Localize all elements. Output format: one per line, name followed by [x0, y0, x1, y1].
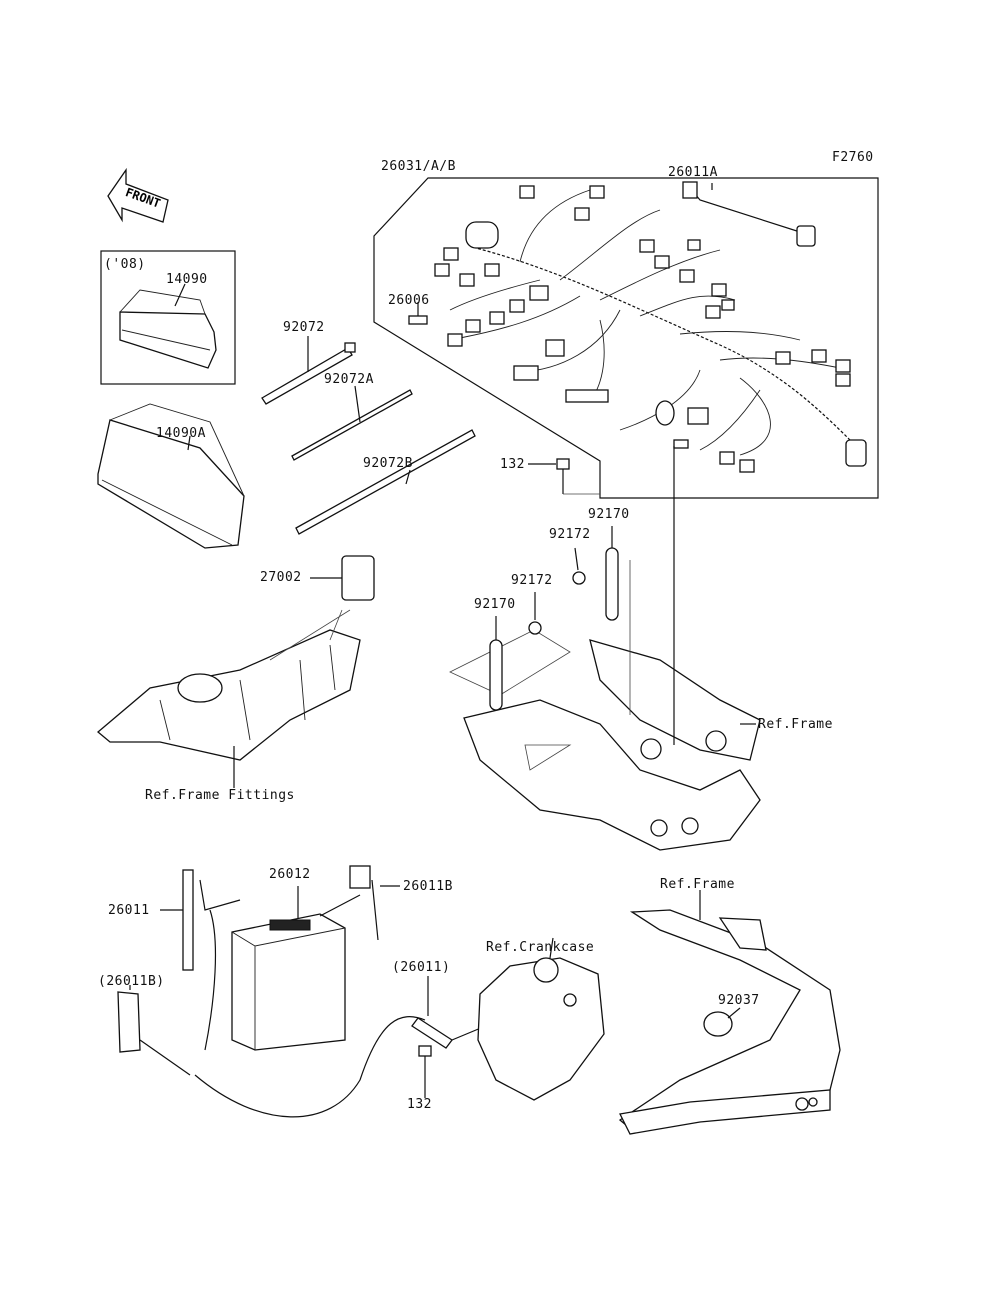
callout-26011B: 26011B: [403, 879, 453, 894]
callout-year-note: ('08): [104, 257, 146, 272]
callout-92170-left: 92170: [474, 597, 516, 612]
clamp-92172-lower: [528, 592, 542, 635]
callout-26011A: 26011A: [668, 165, 718, 180]
callout-26011: 26011: [108, 903, 150, 918]
year-inset-box: [100, 250, 236, 385]
clamp-92172-upper: [572, 547, 586, 585]
lead-26011B: [319, 865, 400, 941]
crankcase: [477, 937, 605, 1101]
callout-27002: 27002: [260, 570, 302, 585]
callout-92170-right: 92170: [588, 507, 630, 522]
callout-26011B-paren: (26011B): [98, 974, 165, 989]
bolt-132-bottom: [418, 1045, 432, 1098]
callout-26006: 26006: [388, 293, 430, 308]
strap-92170-left: [489, 616, 503, 711]
bolt-132-top: [528, 458, 600, 495]
callout-14090A: 14090A: [156, 426, 206, 441]
band-92072: [261, 336, 356, 405]
front-arrow-icon: FRONT: [107, 167, 169, 223]
callout-132-top: 132: [500, 457, 525, 472]
band-92072B: [295, 429, 476, 535]
relay-27002: [310, 555, 375, 601]
frame-bottom: [618, 890, 841, 1135]
cover-14090A: [97, 403, 245, 549]
harness-trunk: [449, 189, 852, 456]
harness-connectors: [408, 185, 867, 473]
battery-cable: [194, 909, 426, 1118]
callout-ref-frame-right: Ref.Frame: [758, 717, 833, 732]
lead-26011A: [682, 181, 816, 247]
callout-26011-paren: (26011): [392, 960, 451, 975]
strap-92170-right: [605, 526, 631, 715]
callout-harness: 26031/A/B: [381, 159, 456, 174]
clamp-92037: [703, 1007, 741, 1037]
cover-14090: [119, 283, 217, 369]
callout-ref-crankcase: Ref.Crankcase: [486, 940, 595, 955]
figure-code: F2760: [832, 150, 874, 165]
callout-ref-frame-bottom: Ref.Frame: [660, 877, 735, 892]
callout-92072: 92072: [283, 320, 325, 335]
callout-14090: 14090: [166, 272, 208, 287]
callout-92072A: 92072A: [324, 372, 374, 387]
frame-right: [449, 629, 761, 851]
harness-enclosure: [373, 177, 879, 499]
callout-ref-frame-fittings: Ref.Frame Fittings: [145, 788, 295, 803]
callout-92037: 92037: [718, 993, 760, 1008]
battery-26012: [231, 886, 346, 1051]
band-92072A: [291, 385, 413, 461]
frame-fittings: [96, 609, 361, 788]
callout-92172-upper: 92172: [549, 527, 591, 542]
lead-26011B-paren: [117, 985, 191, 1076]
lead-26011: [160, 869, 241, 971]
callout-132-bottom: 132: [407, 1097, 432, 1112]
callout-92072B: 92072B: [363, 456, 413, 471]
callout-26012: 26012: [269, 867, 311, 882]
callout-92172-lower: 92172: [511, 573, 553, 588]
